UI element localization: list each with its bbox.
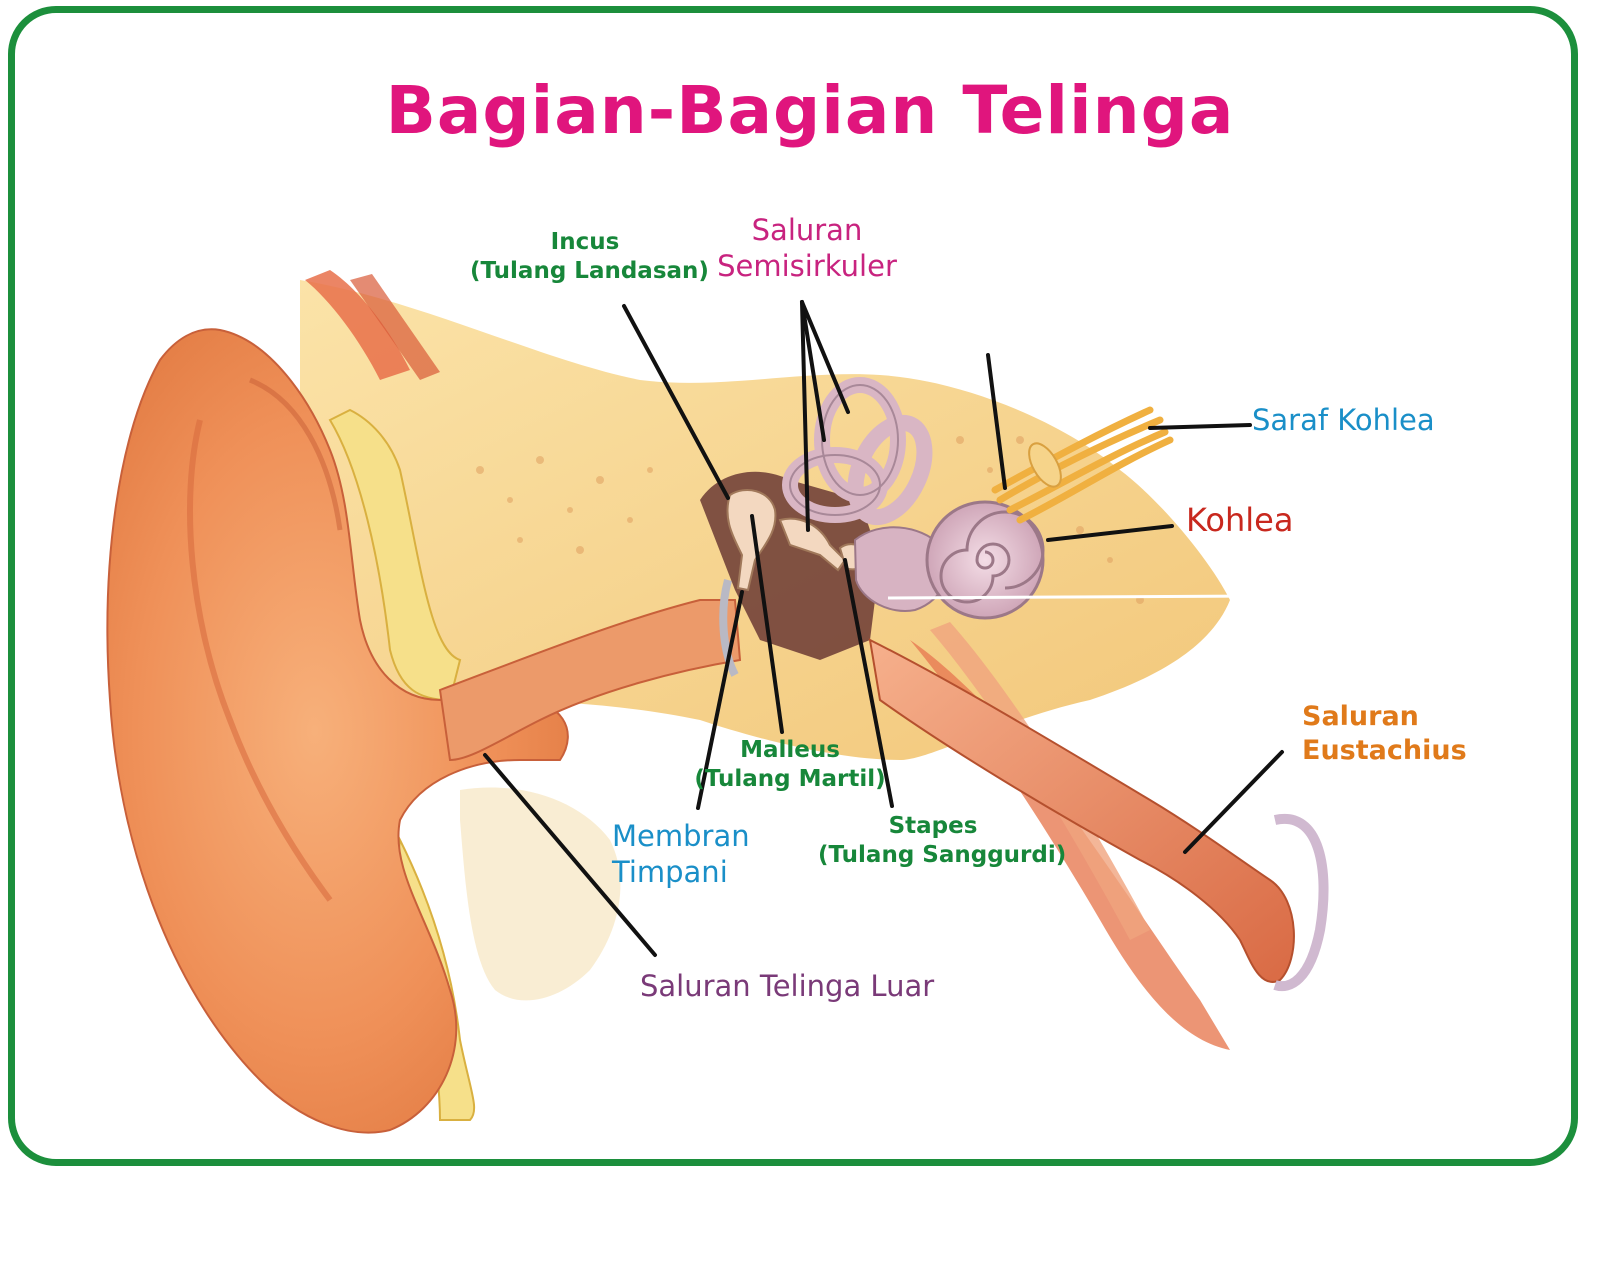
- membran-line1: Membran: [612, 819, 750, 853]
- stapes-sub: (Tulang Sanggurdi): [818, 841, 1067, 868]
- label-incus: Incus (Tulang Landasan): [470, 228, 709, 286]
- green-frame: [8, 6, 1578, 1166]
- label-saluran-telinga-luar: Saluran Telinga Luar: [640, 969, 935, 1003]
- incus-name: Incus: [550, 229, 620, 255]
- label-stapes: Stapes (Tulang Sanggurdi): [818, 812, 1067, 870]
- eustachian-tube: [868, 638, 1295, 983]
- label-membran-timpani: Membran Timpani: [612, 818, 750, 891]
- cartilage-layer: [328, 408, 462, 702]
- incus-sub: (Tulang Landasan): [470, 257, 709, 284]
- label-semisirkuler: Saluran Semisirkuler: [712, 212, 902, 285]
- malleus-name: Malleus: [740, 737, 840, 763]
- ossicles: [726, 489, 777, 592]
- temporal-muscle: [305, 270, 410, 380]
- pinna: [106, 328, 569, 1134]
- label-malleus: Malleus (Tulang Martil): [690, 736, 890, 794]
- tympanic-membrane: [719, 578, 739, 677]
- semisirkuler-line2: Semisirkuler: [717, 249, 897, 284]
- cochlear-nerve: [991, 406, 1174, 524]
- eustachius-line2: Eustachius: [1302, 734, 1467, 766]
- semisirkuler-line1: Saluran: [751, 213, 863, 247]
- eustachius-line1: Saluran: [1302, 701, 1419, 732]
- stapes-name: Stapes: [888, 813, 978, 839]
- label-kohlea: Kohlea: [1186, 501, 1294, 539]
- label-saraf-kohlea: Saraf Kohlea: [1252, 403, 1435, 437]
- membran-line2: Timpani: [612, 855, 728, 890]
- label-eustachius: Saluran Eustachius: [1302, 700, 1467, 768]
- page-title: Bagian-Bagian Telinga: [385, 72, 1235, 149]
- leader-lines: [483, 300, 1284, 957]
- ear-canal: [438, 599, 742, 762]
- malleus-sub: (Tulang Martil): [694, 765, 886, 792]
